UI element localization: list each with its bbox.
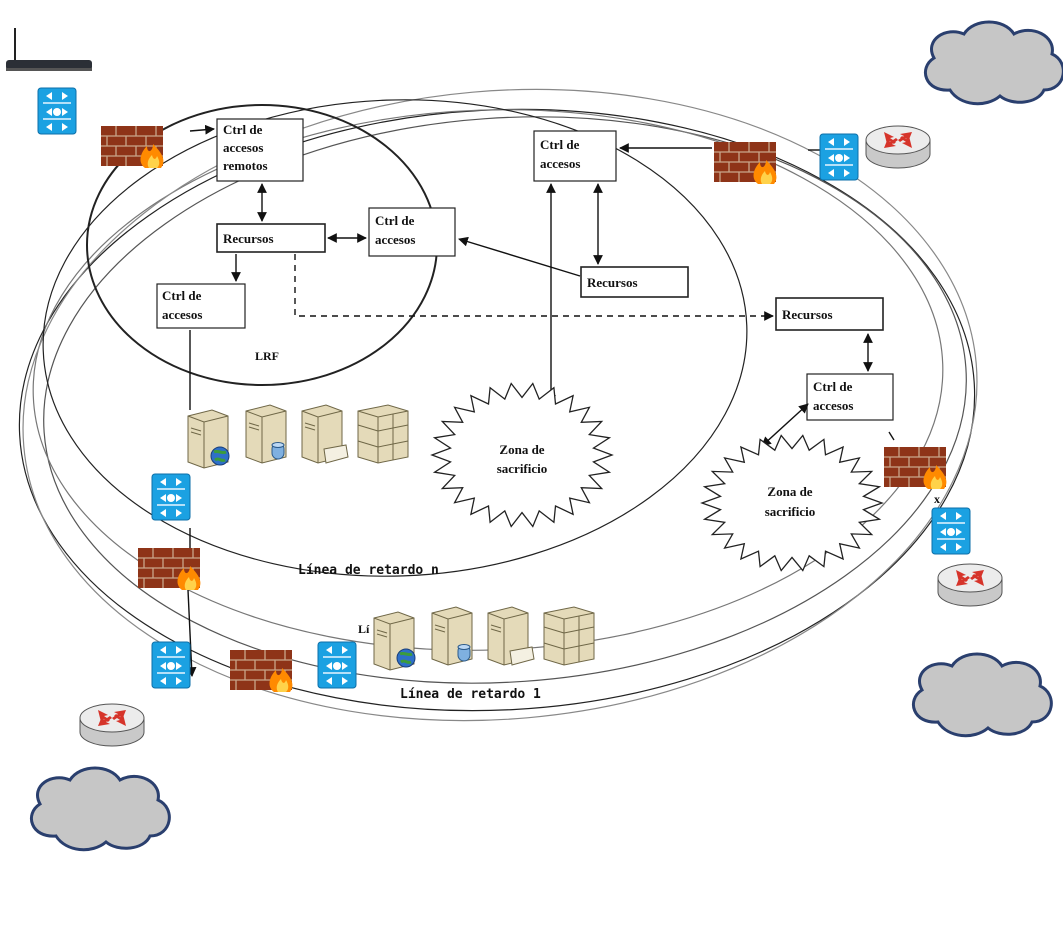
svg-text:Recursos: Recursos — [587, 275, 638, 290]
svg-text:remotos: remotos — [223, 158, 268, 173]
file-server-icon — [487, 606, 535, 666]
lrf-label: LRF — [255, 349, 279, 363]
svg-text:Ctrl de: Ctrl de — [162, 288, 202, 303]
database-server-icon — [245, 404, 287, 464]
switch-icon — [37, 87, 77, 135]
firewall-icon — [883, 446, 948, 490]
cloud-icon — [911, 652, 1053, 738]
svg-text:sacrificio: sacrificio — [765, 504, 816, 519]
delay-line-rings — [18, 88, 978, 722]
svg-text:accesos: accesos — [223, 140, 263, 155]
svg-text:Ctrl de: Ctrl de — [223, 122, 263, 137]
switch-icon — [819, 133, 859, 181]
recursos-mid-right-box: Recursos — [580, 266, 689, 298]
recursos-far-right-box: Recursos — [775, 297, 884, 331]
svg-text:accesos: accesos — [540, 156, 580, 171]
firewall-icon — [713, 141, 778, 185]
svg-text:Ctrl de: Ctrl de — [375, 213, 415, 228]
svg-text:Ctrl de: Ctrl de — [540, 137, 580, 152]
svg-text:Zona de: Zona de — [499, 442, 544, 457]
zona-sacrificio-2: Zona de sacrificio — [700, 434, 884, 572]
firewall-icon — [100, 125, 165, 169]
svg-text:Recursos: Recursos — [782, 307, 833, 322]
firewall-icon — [137, 547, 202, 591]
linea-partial-label: Lí — [358, 622, 370, 636]
server-group-inner — [186, 404, 409, 470]
switch-icon — [151, 473, 191, 521]
firewall-icon — [229, 649, 294, 693]
server-rack-icon — [357, 404, 409, 464]
svg-text:accesos: accesos — [813, 398, 853, 413]
svg-text:accesos: accesos — [375, 232, 415, 247]
cloud-icon — [29, 766, 171, 852]
ctrl-accesos-mid-box: Ctrl de accesos — [368, 207, 456, 257]
cloud-icon — [923, 20, 1063, 106]
ctrl-accesos-left-box: Ctrl de accesos — [156, 283, 246, 329]
web-server-icon — [372, 610, 417, 672]
router-icon — [79, 703, 145, 747]
switch-icon — [317, 641, 357, 689]
recursos-center-box: Recursos — [216, 223, 326, 253]
server-group-outer — [372, 606, 595, 672]
ctrl-accesos-right-box: Ctrl de accesos — [806, 373, 894, 421]
ctrl-accesos-remotos-box: Ctrl de accesos remotos — [216, 118, 304, 182]
linea-retardo-n-label: Línea de retardo n — [298, 563, 439, 578]
database-server-icon — [431, 606, 473, 666]
svg-text:accesos: accesos — [162, 307, 202, 322]
x-mark: x — [934, 492, 940, 506]
switch-icon — [931, 507, 971, 555]
server-rack-icon — [543, 606, 595, 666]
svg-text:Ctrl de: Ctrl de — [813, 379, 853, 394]
connectors — [186, 124, 895, 677]
router-icon — [937, 563, 1003, 607]
wireless-router-icon — [6, 28, 92, 71]
router-icon — [865, 125, 931, 169]
web-server-icon — [186, 408, 231, 470]
ctrl-accesos-top-right-box: Ctrl de accesos — [533, 130, 617, 182]
zona-sacrificio-1: Zona de sacrificio — [430, 382, 614, 528]
file-server-icon — [301, 404, 349, 464]
svg-text:Recursos: Recursos — [223, 231, 274, 246]
linea-retardo-1-label: Línea de retardo 1 — [400, 687, 541, 702]
svg-text:Zona de: Zona de — [767, 484, 812, 499]
switch-icon — [151, 641, 191, 689]
svg-text:sacrificio: sacrificio — [497, 461, 548, 476]
